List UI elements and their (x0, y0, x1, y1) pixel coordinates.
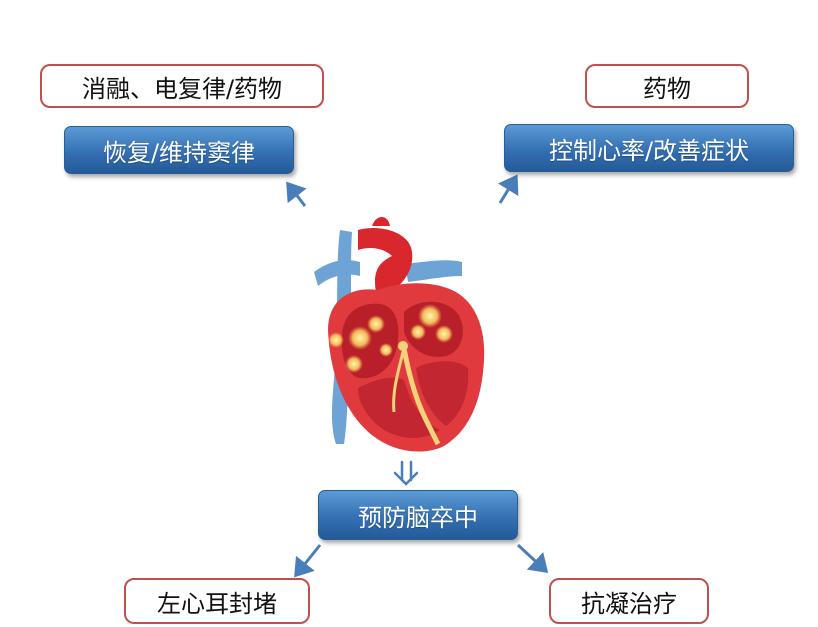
heart-illustration-icon (314, 217, 485, 452)
arrow-to-bottom-left (294, 544, 322, 578)
top-left-method-label: 消融、电复律/药物 (81, 74, 283, 103)
top-right-goal-box: 控制心率/改善症状 (504, 124, 794, 172)
top-left-goal-label: 恢复/维持窦律 (102, 138, 256, 167)
top-right-method-label: 药物 (643, 74, 691, 103)
bottom-right-method-label: 抗凝治疗 (581, 589, 677, 618)
top-right-method-box: 药物 (585, 64, 749, 108)
double-down-arrow-icon (393, 460, 419, 486)
bottom-right-method-box: 抗凝治疗 (549, 578, 709, 624)
top-left-method-box: 消融、电复律/药物 (40, 64, 324, 108)
top-right-goal-label: 控制心率/改善症状 (548, 136, 750, 165)
center-goal-box: 预防脑卒中 (318, 490, 518, 540)
bottom-left-method-label: 左心耳封堵 (157, 589, 277, 618)
center-goal-label: 预防脑卒中 (358, 503, 478, 532)
top-left-goal-box: 恢复/维持窦律 (64, 126, 294, 174)
arrow-to-top-right (497, 174, 519, 204)
bottom-left-method-box: 左心耳封堵 (124, 578, 310, 624)
arrow-to-top-left (286, 181, 307, 207)
arrow-to-bottom-right (516, 543, 549, 574)
